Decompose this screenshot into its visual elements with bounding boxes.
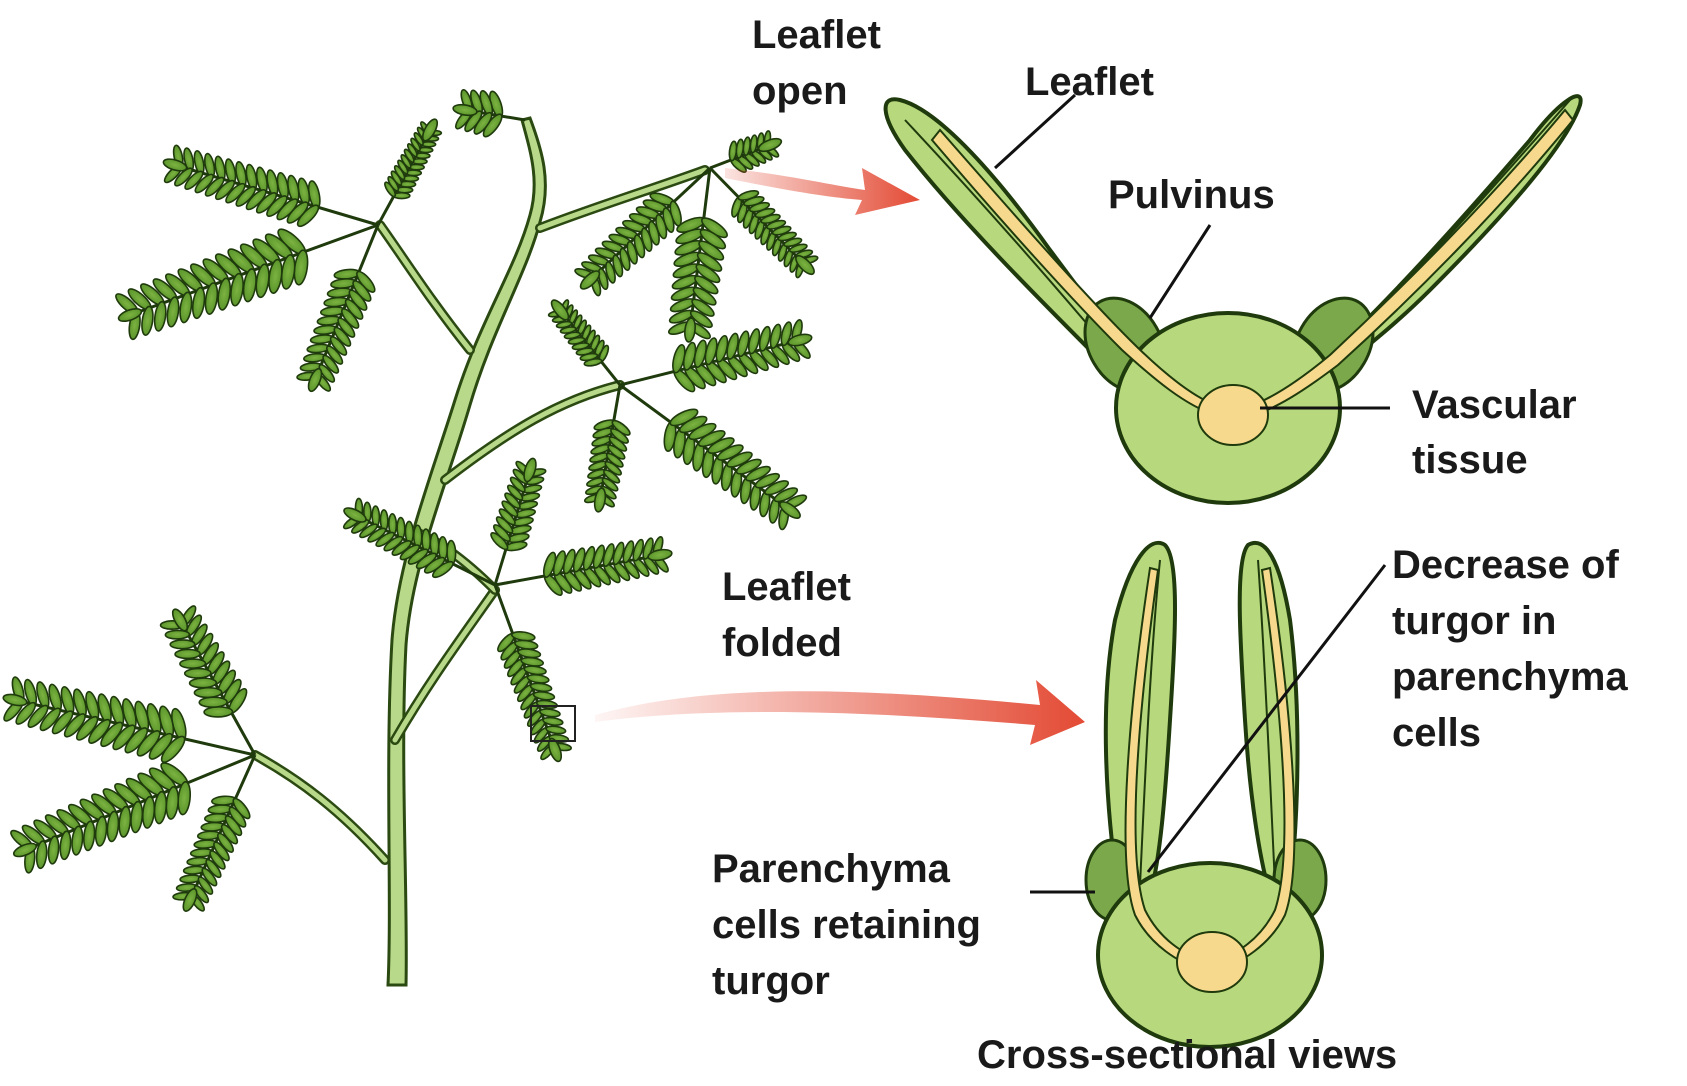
leaflet-blade (165, 630, 189, 639)
branch-twigs (255, 170, 705, 860)
leaflet-tip (684, 317, 697, 342)
folded-vascular-bundle (1177, 932, 1247, 992)
label-retain-line3: turgor (712, 959, 830, 1003)
label-leaflet-open-line2: open (752, 69, 848, 113)
label-leaflet-open-line1: Leaflet (752, 13, 881, 57)
label-decrease-line4: cells (1392, 711, 1481, 755)
label-decrease-line2: turgor in (1392, 599, 1556, 643)
mimosa-plant (1, 89, 818, 985)
pinna (548, 298, 620, 385)
label-vascular-line1: Vascular (1412, 383, 1577, 427)
label-retain-line1: Parenchyma (712, 847, 951, 891)
pinna (452, 89, 525, 140)
pinna (162, 145, 378, 230)
leaflet-blade (204, 707, 233, 718)
leaflet-blade (199, 697, 227, 707)
label-leaflet-folded-line1: Leaflet (722, 565, 851, 609)
label-leaflet-folded-line2: folded (722, 621, 842, 665)
label-vascular-line2: tissue (1412, 438, 1528, 482)
label-decrease-line3: parenchyma (1392, 655, 1628, 699)
pinna (495, 585, 572, 763)
leaflet-blade (189, 678, 216, 688)
label-pulvinus: Pulvinus (1108, 173, 1275, 217)
label-decrease-line1: Decrease of (1392, 543, 1619, 587)
leader-pulvinus (1150, 225, 1210, 318)
leaflet-blade (185, 668, 211, 678)
label-leaflet: Leaflet (1025, 60, 1154, 104)
leaflet-blade (175, 649, 200, 658)
caption-cross-sectional: Cross-sectional views (977, 1033, 1397, 1077)
pinna (620, 385, 808, 530)
arrow-to-folded-view (595, 680, 1085, 745)
pinna (489, 457, 547, 585)
pinna (620, 319, 813, 395)
leaf-clusters (1, 89, 818, 913)
leaflet-blade (170, 640, 195, 649)
pinna (584, 385, 632, 513)
pinna (710, 131, 783, 175)
pinna (378, 117, 441, 225)
label-retain-line2: cells retaining (712, 903, 981, 947)
pinna-rachis (180, 620, 255, 755)
open-vascular-bundle (1198, 385, 1268, 445)
pinna (667, 168, 730, 343)
leaflet-blade (194, 687, 221, 697)
leader-leaflet (995, 95, 1075, 168)
leaflet-blade (180, 659, 206, 669)
